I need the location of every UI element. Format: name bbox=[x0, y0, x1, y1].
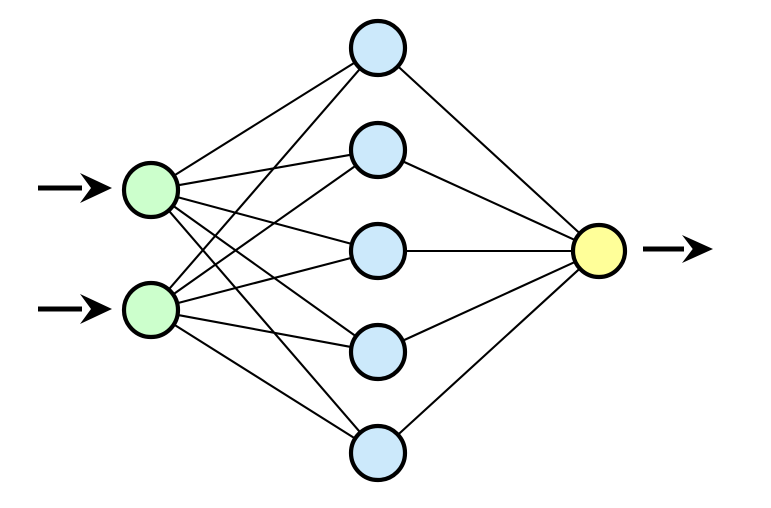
edge-i2-to-h4 bbox=[175, 313, 354, 349]
hidden-node-2 bbox=[348, 120, 408, 180]
nodes-group bbox=[121, 18, 628, 483]
edge-i1-to-h4 bbox=[170, 203, 359, 339]
hidden-node-1 bbox=[348, 18, 408, 78]
edge-i2-to-h1 bbox=[166, 66, 363, 292]
edge-i1-to-h3 bbox=[174, 195, 355, 246]
edges-group bbox=[166, 60, 583, 441]
hidden-node-4 bbox=[348, 322, 408, 382]
edge-i2-to-h2 bbox=[170, 163, 359, 297]
hidden-node-3 bbox=[348, 221, 408, 281]
edge-h4-to-o1 bbox=[400, 260, 578, 343]
edge-i1-to-h5 bbox=[166, 208, 363, 435]
output-arrow-1-head bbox=[682, 235, 713, 263]
input-arrow-2-head bbox=[80, 294, 112, 324]
input-arrow-1-head bbox=[80, 173, 112, 203]
edge-i1-to-h1 bbox=[171, 60, 358, 178]
edge-i2-to-h5 bbox=[171, 322, 358, 441]
edge-i1-to-h2 bbox=[175, 153, 354, 187]
io-arrows-group bbox=[38, 173, 713, 324]
input-node-1 bbox=[121, 160, 181, 220]
edge-h2-to-o1 bbox=[400, 159, 578, 242]
output-node-1 bbox=[570, 222, 628, 280]
edge-h5-to-o1 bbox=[395, 266, 582, 437]
edge-i2-to-h3 bbox=[174, 256, 355, 305]
edge-h1-to-o1 bbox=[395, 64, 583, 236]
hidden-node-5 bbox=[348, 423, 408, 483]
input-node-2 bbox=[121, 280, 181, 340]
